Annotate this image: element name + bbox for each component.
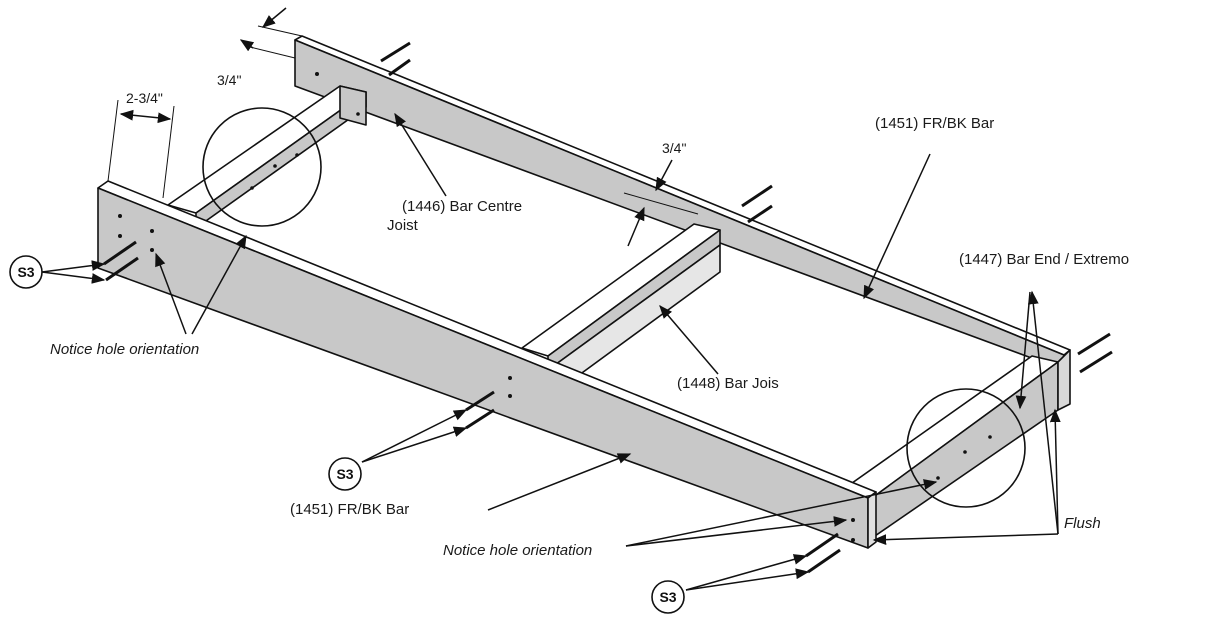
leader-arrows (41, 112, 1061, 591)
screw-callout-bottom: S3 (651, 580, 685, 614)
centre-joist-top-face (167, 85, 367, 214)
screw-callout-left: S3 (9, 255, 43, 289)
label-fr-bk-bar-top: (1451) FR/BK Bar (875, 115, 994, 132)
front-bar-hole (150, 248, 154, 252)
screw-callout-middle: S3 (328, 457, 362, 491)
end-bar-hole (963, 450, 967, 454)
screw-callout-left-label: S3 (17, 264, 34, 280)
front-bar-hole (118, 214, 122, 218)
dimension-mid-offset: 3/4" (662, 140, 686, 156)
detail-circle-right (906, 388, 1026, 508)
front-bar-hole (851, 518, 855, 522)
front-bar-hole (118, 234, 122, 238)
bar-joist (521, 223, 721, 379)
screws (103, 41, 1113, 574)
label-bar-joist: (1448) Bar Jois (677, 375, 779, 392)
screw-callout-middle-label: S3 (336, 466, 353, 482)
label-flush: Flush (1064, 515, 1101, 532)
screw-callout-bottom-label: S3 (659, 589, 676, 605)
front-bar-hole (851, 538, 855, 542)
centre-joist (167, 85, 367, 229)
end-bar-hole (936, 476, 940, 480)
front-bar-hole (150, 229, 154, 233)
detail-circle-left (202, 107, 322, 227)
front-bar (97, 180, 877, 549)
centre-joist-end-face (339, 85, 367, 126)
end-bar-end-face (1057, 349, 1071, 411)
label-bar-centre-joist-line2: Joist (387, 217, 419, 234)
centre-joist-hole (356, 112, 360, 116)
note-hole-orientation-left: Notice hole orientation (50, 341, 199, 358)
bar-joist-side-face (547, 229, 721, 371)
end-bar (844, 349, 1071, 539)
label-bar-end: (1447) Bar End / Extremo (959, 251, 1129, 268)
dimension-top-offset: 3/4" (217, 72, 241, 88)
label-bar-centre-joist: (1446) Bar Centre (402, 198, 522, 215)
front-bar-hole (508, 394, 512, 398)
note-hole-orientation-bottom: Notice hole orientation (443, 542, 592, 559)
front-bar-hole (508, 376, 512, 380)
back-bar-hole (315, 72, 319, 76)
end-bar-hole (988, 435, 992, 439)
dimension-end-spacing: 2-3/4" (126, 90, 163, 106)
label-fr-bk-bar-bottom: (1451) FR/BK Bar (290, 501, 409, 518)
dimension-lines (107, 7, 699, 247)
